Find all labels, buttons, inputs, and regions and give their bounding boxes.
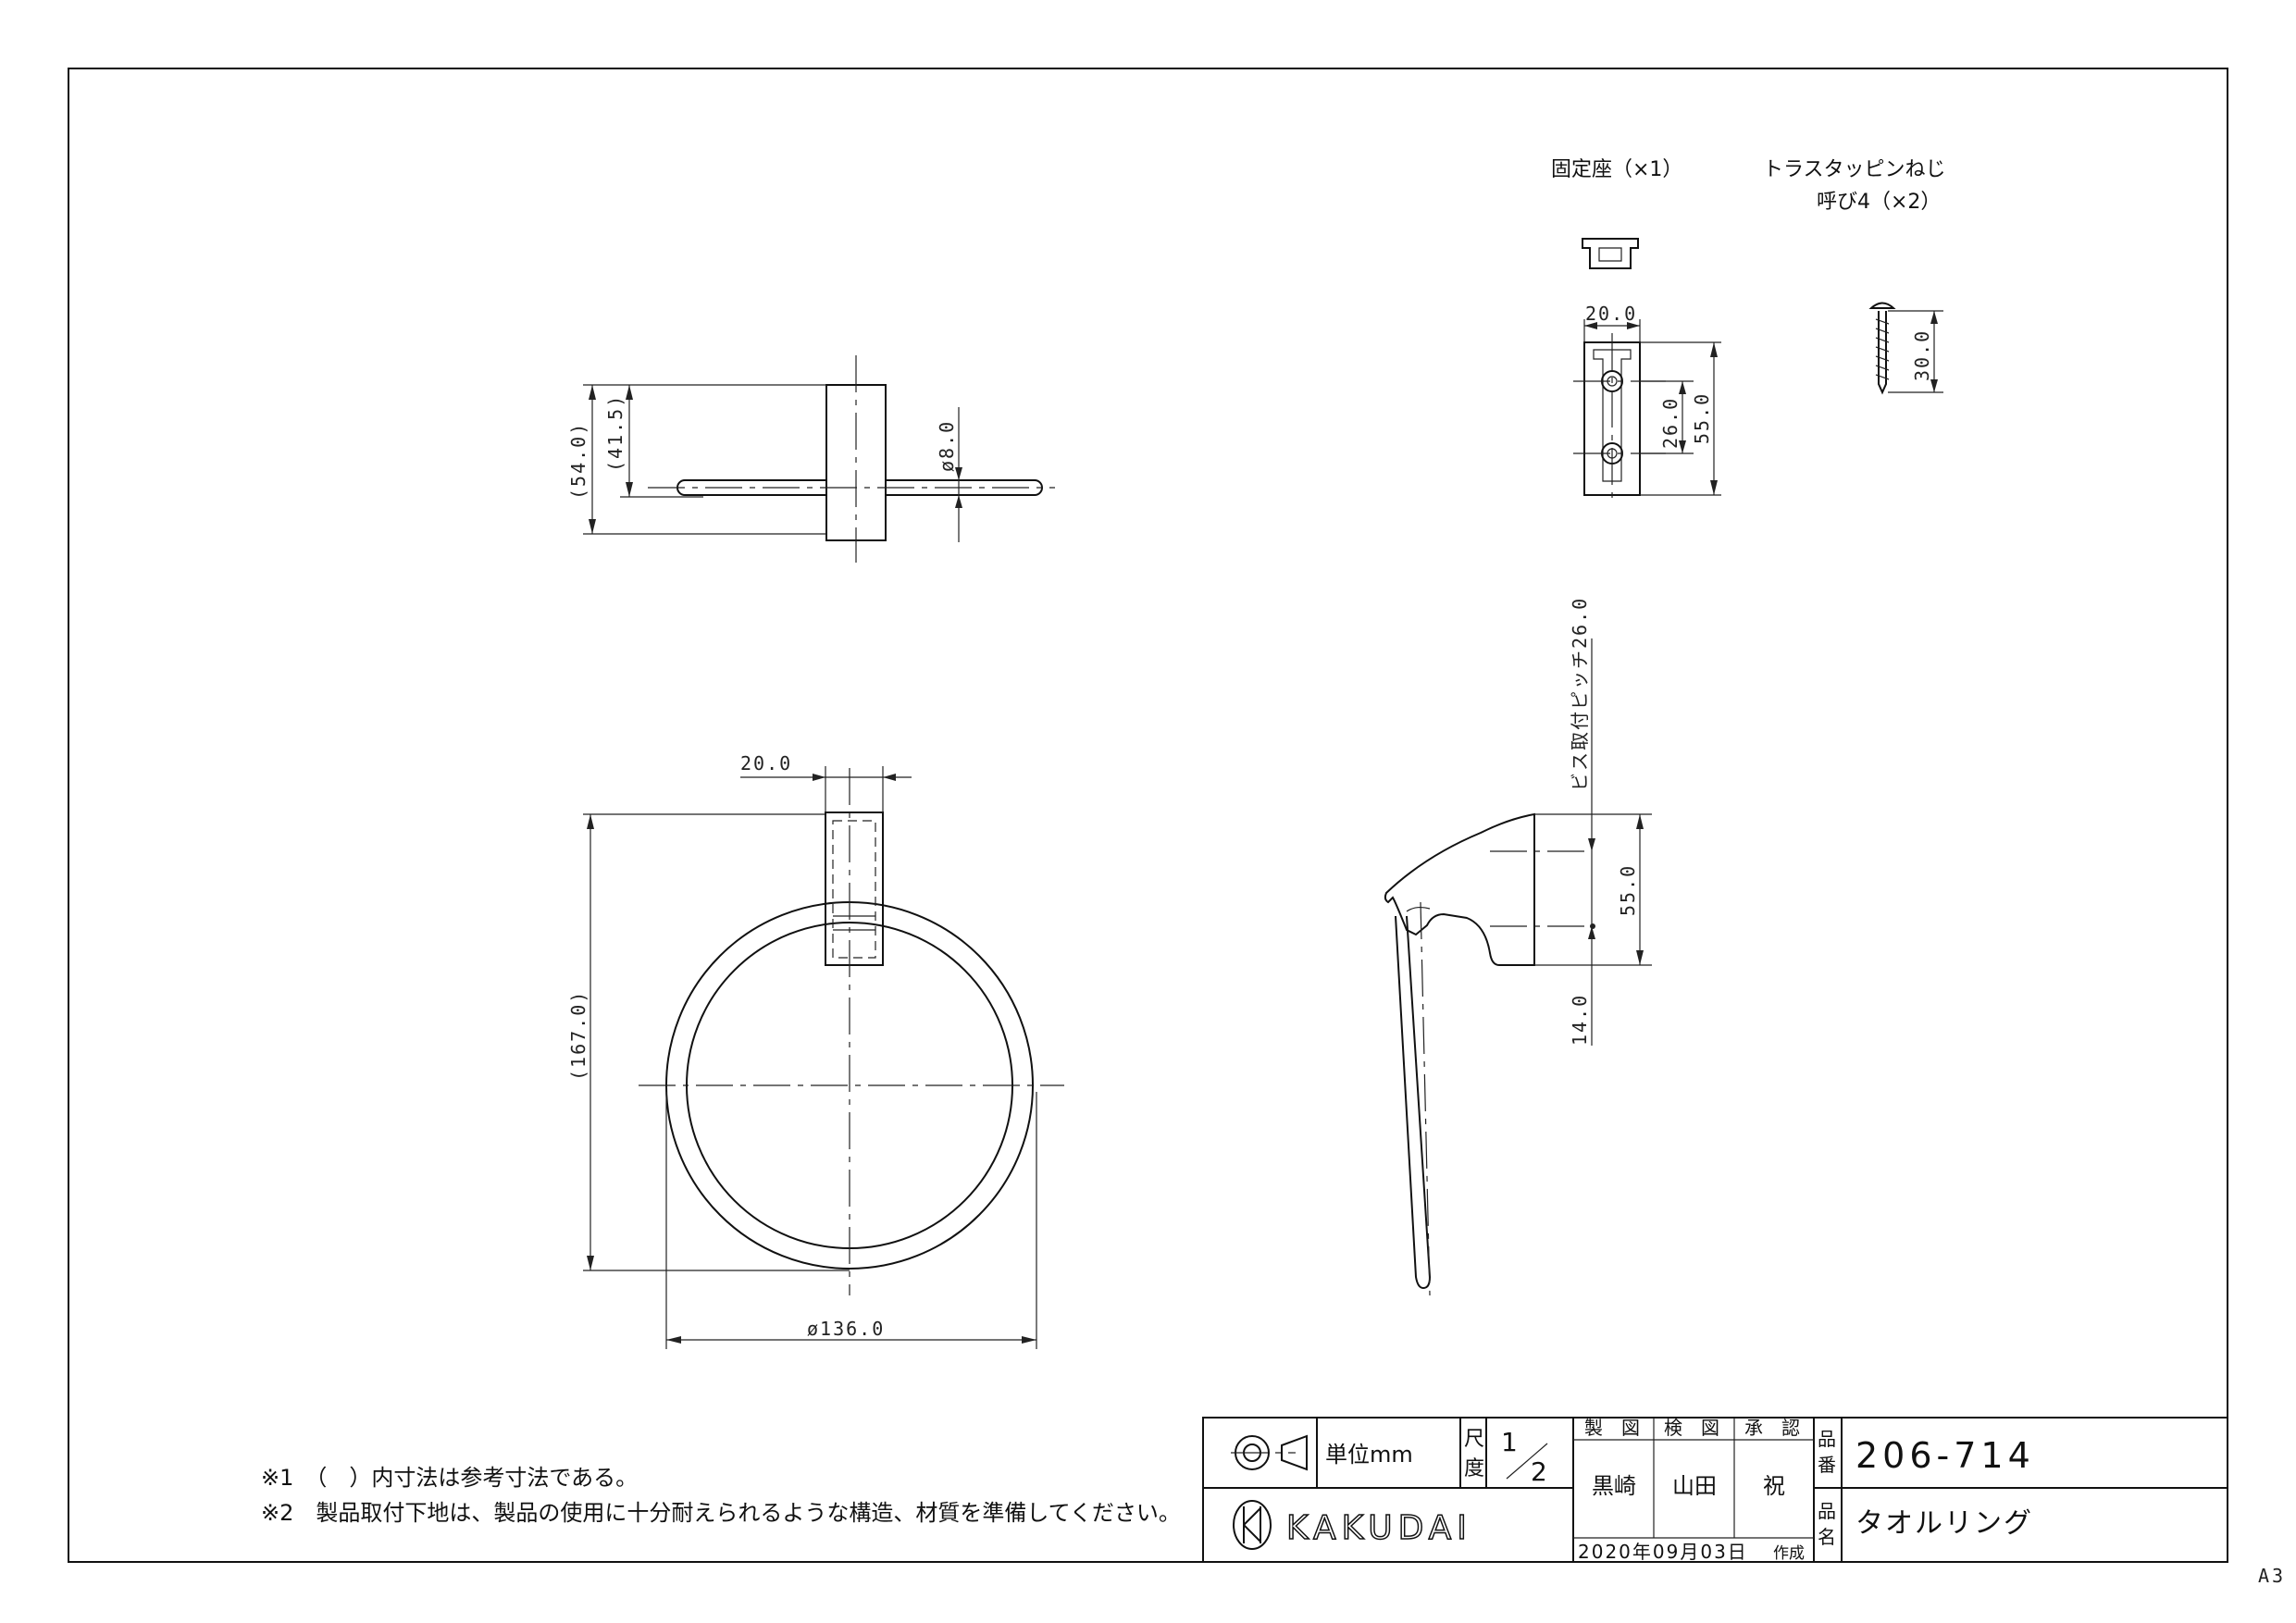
kakudai-logo: KAKUDAI [1233, 1500, 1472, 1550]
part-number: 206-714 [1855, 1435, 2035, 1476]
unit-label: 単位mm [1325, 1442, 1413, 1468]
seat-top-small [1582, 238, 1639, 269]
svg-text:度: 度 [1464, 1457, 1484, 1481]
screw-detail: トラスタッピンねじ 呼び4（×2） 30.0 [1763, 158, 1946, 395]
svg-text:番: 番 [1818, 1454, 1836, 1476]
dim-front-20: 20.0 [740, 752, 792, 774]
front-view: 20.0 (167.0) ø136.0 [567, 752, 1064, 1349]
front-bracket [825, 812, 884, 966]
dim-side-14: 14.0 [1569, 994, 1591, 1046]
screw-label-1: トラスタッピンねじ [1763, 158, 1946, 181]
name-check: 山田 [1672, 1473, 1717, 1499]
drawing-date: 2020年09月03日 [1578, 1541, 1748, 1563]
sheet-size: A3 [2258, 1565, 2286, 1587]
title-block: 単位mm 尺 度 1 2 製 図 検 図 承 認 黒崎 山田 祝 2020年09… [1202, 1417, 2228, 1563]
dim-side-pitch: ビス取付ピッチ26.0 [1569, 597, 1591, 791]
svg-text:製 図: 製 図 [1584, 1417, 1640, 1439]
dim-screw-30: 30.0 [1911, 329, 1933, 381]
svg-text:尺: 尺 [1464, 1428, 1484, 1451]
svg-text:品: 品 [1818, 1428, 1836, 1450]
side-view: ビス取付ピッチ26.0 14.0 55.0 [1384, 597, 1652, 1296]
svg-text:名: 名 [1818, 1526, 1836, 1548]
name-approve: 祝 [1763, 1473, 1785, 1499]
note-1: ※1 （ ）内寸法は参考寸法である。 [261, 1465, 638, 1491]
dim-seat-26: 26.0 [1659, 397, 1682, 449]
sheet-border [68, 68, 2228, 1563]
dim-top-54: (54.0) [567, 422, 590, 500]
dim-front-phi136: ø136.0 [807, 1318, 885, 1340]
svg-text:承 認: 承 認 [1744, 1417, 1800, 1439]
dim-seat-55: 55.0 [1691, 392, 1713, 444]
seat-detail: 固定座（×1） 20.0 26.0 55.0 [1551, 158, 1721, 504]
screw-shank [1878, 311, 1887, 395]
screw-label-2: 呼び4（×2） [1817, 191, 1941, 214]
top-view: (54.0) (41.5) ø8.0 [567, 355, 1055, 563]
logo-text: KAKUDAI [1286, 1509, 1472, 1547]
scale-num: 1 [1501, 1427, 1518, 1457]
side-rod [1395, 915, 1432, 1290]
svg-text:検 図: 検 図 [1664, 1417, 1719, 1439]
screw-head [1868, 302, 1896, 309]
dim-seat-20: 20.0 [1585, 303, 1637, 325]
note-2: ※2 製品取付下地は、製品の使用に十分耐えられるような構造、材質を準備してくださ… [261, 1500, 1181, 1526]
seat-label: 固定座（×1） [1551, 158, 1682, 181]
dim-top-41-5: (41.5) [604, 394, 627, 472]
side-bracket [1384, 812, 1535, 966]
part-name: タオルリング [1855, 1507, 2033, 1540]
dim-front-167: (167.0) [567, 990, 590, 1081]
name-made: 黒崎 [1592, 1473, 1636, 1499]
svg-text:作成: 作成 [1773, 1544, 1805, 1563]
svg-text:品: 品 [1818, 1500, 1836, 1522]
dim-side-55: 55.0 [1617, 864, 1639, 916]
scale-den: 2 [1531, 1456, 1547, 1487]
dim-top-phi8: ø8.0 [936, 420, 958, 472]
